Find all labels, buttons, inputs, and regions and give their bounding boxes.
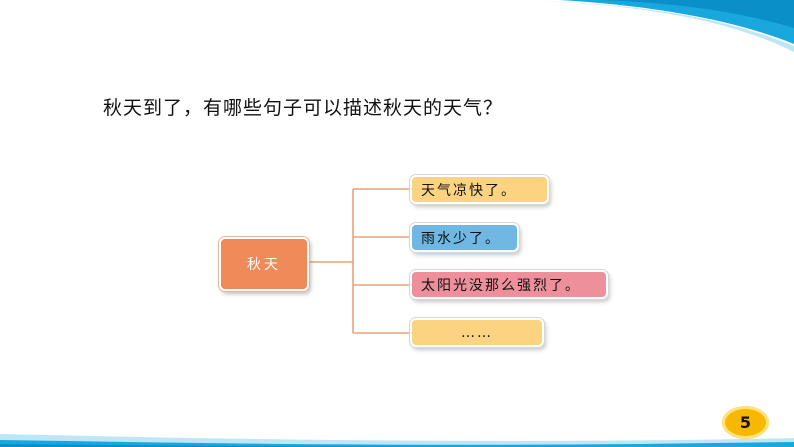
top-decoration xyxy=(520,0,794,52)
question-text: 秋天到了，有哪些句子可以描述秋天的天气？ xyxy=(103,97,504,119)
bottom-decoration xyxy=(0,434,794,447)
mindmap-branch-less-rain: 雨水少了。 xyxy=(410,223,519,252)
mindmap-branch-cool-weather: 天气凉快了。 xyxy=(410,175,549,204)
mindmap-branch-ellipsis: …… xyxy=(410,318,544,347)
page-number-badge: 5 xyxy=(722,406,769,439)
mindmap-root-autumn: 秋天 xyxy=(219,237,309,291)
mindmap-branch-weaker-sun: 太阳光没那么强烈了。 xyxy=(410,270,608,299)
